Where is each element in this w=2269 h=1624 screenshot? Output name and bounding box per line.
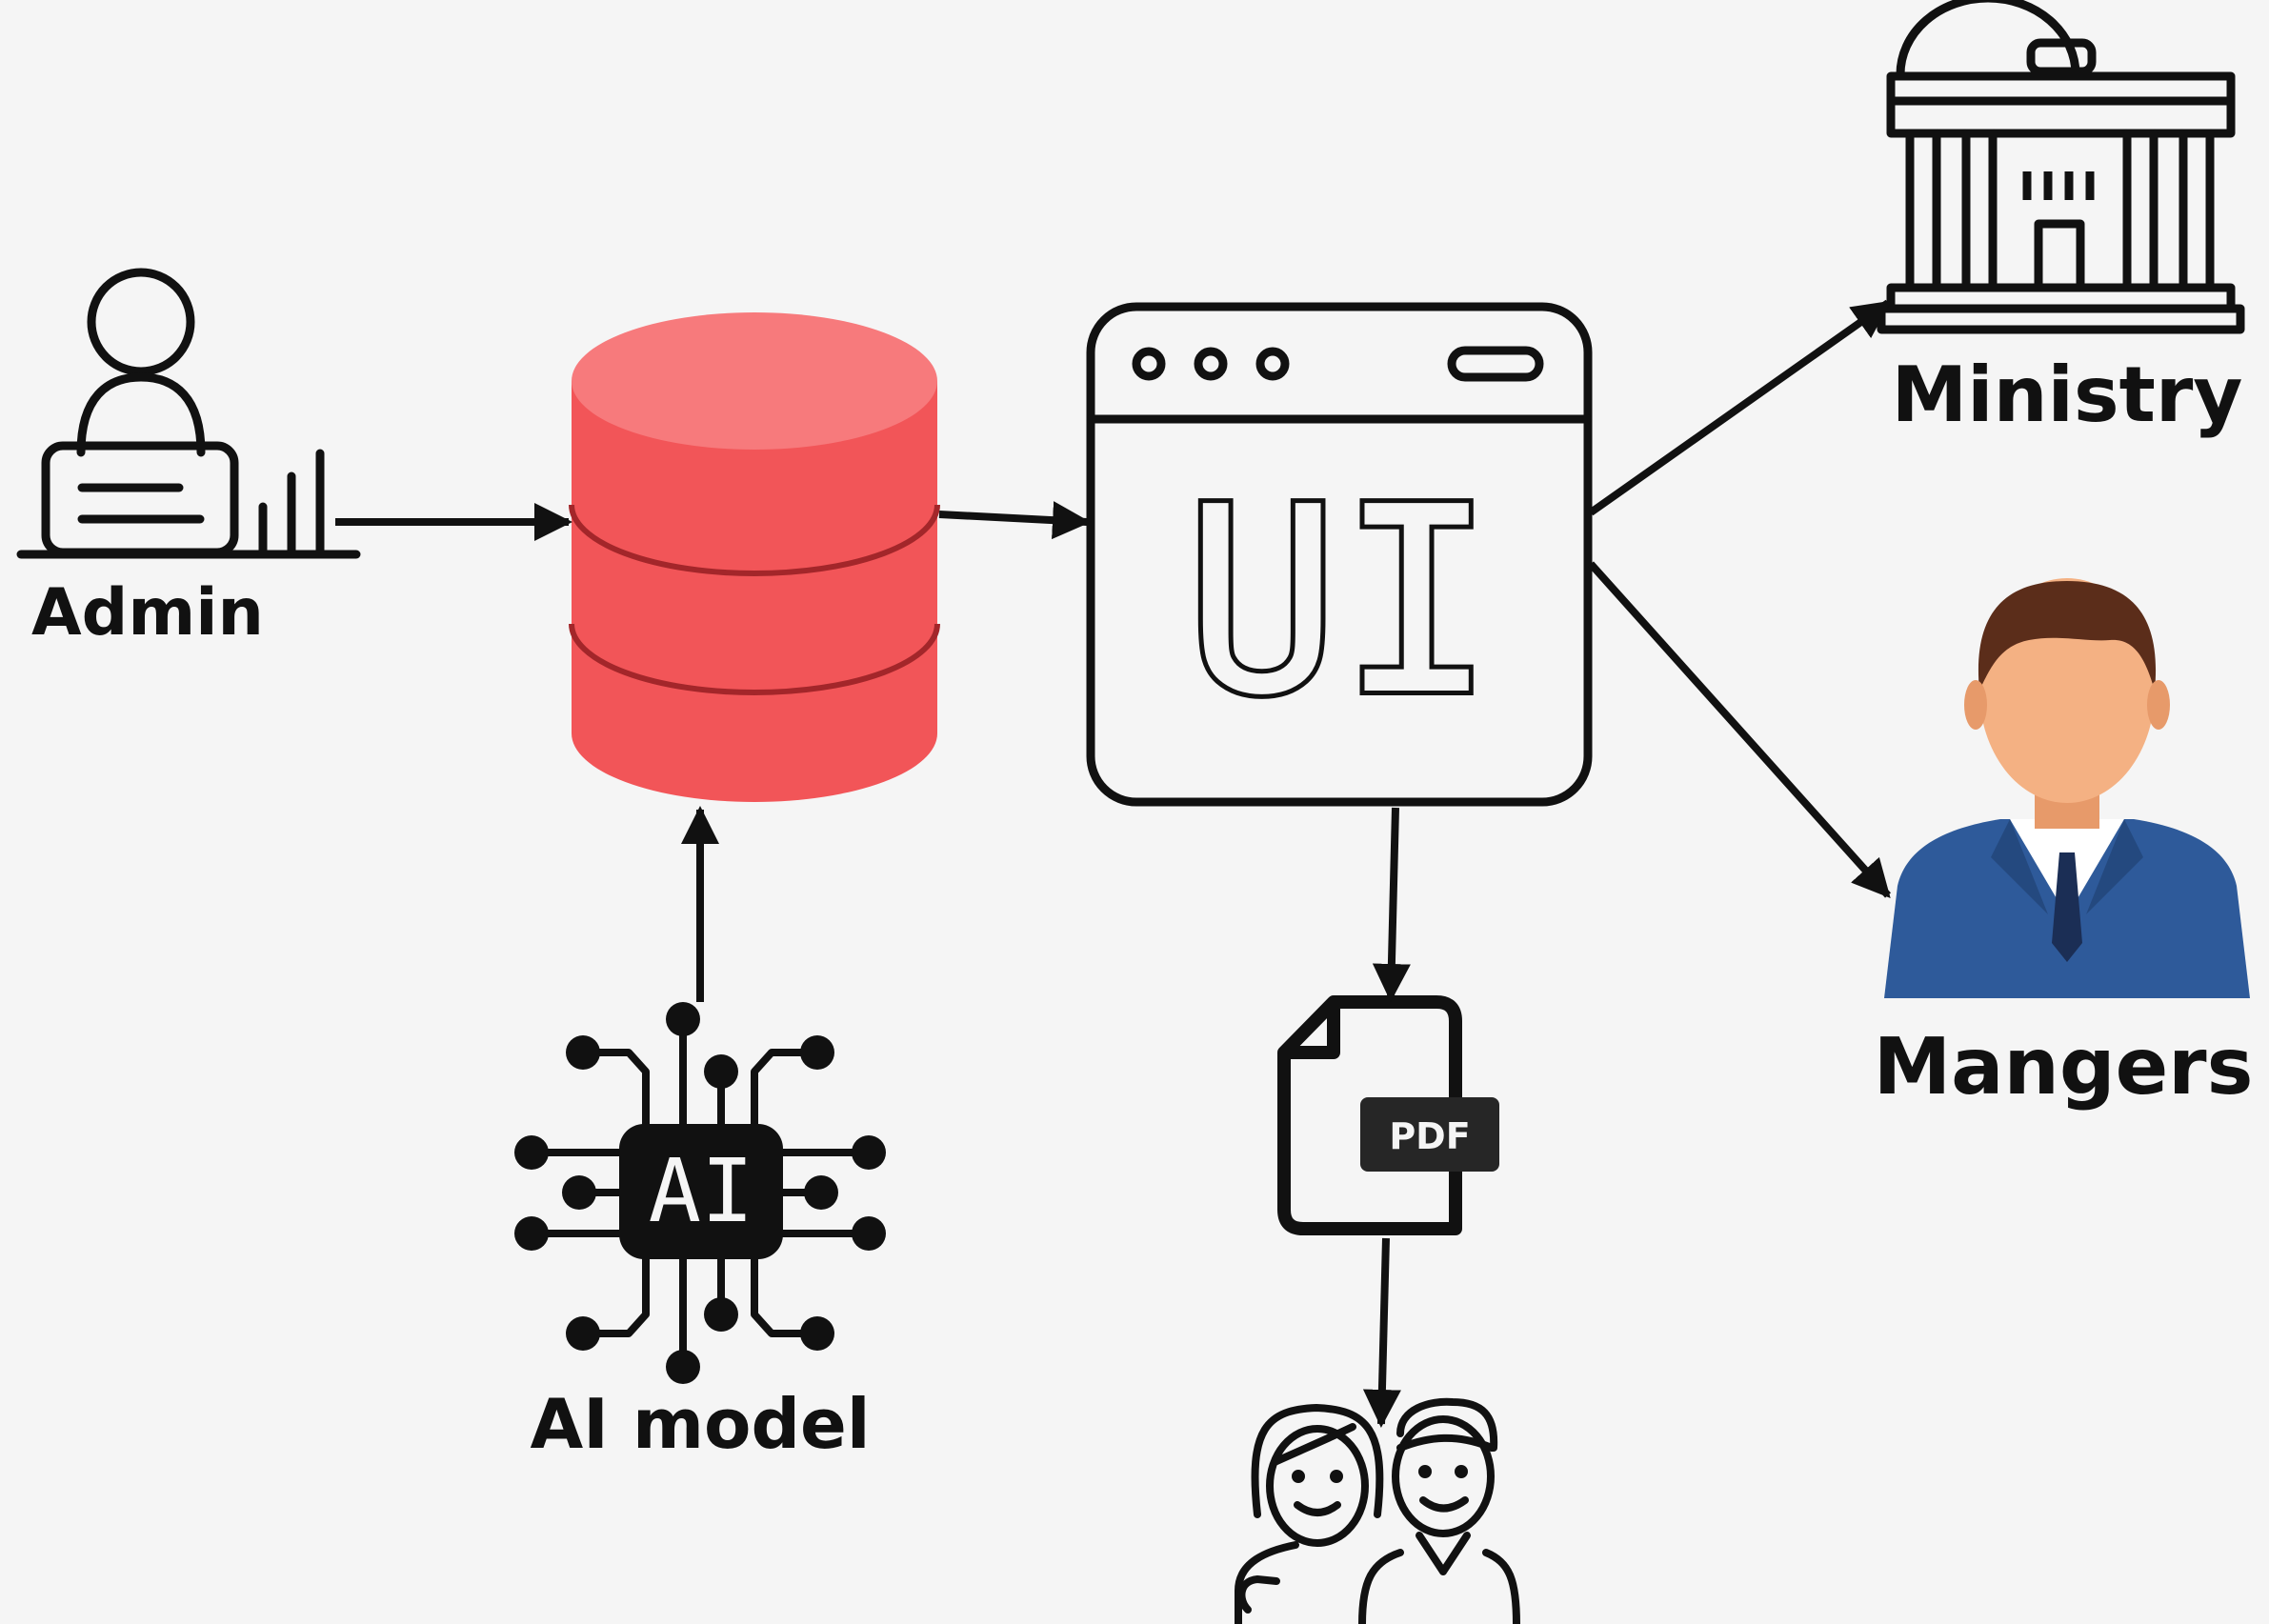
edge-arrows xyxy=(335,299,1892,1428)
ai-chip-text: AI xyxy=(649,1140,754,1242)
ai-model-label: AI model xyxy=(530,1384,870,1464)
government-building-icon xyxy=(1877,0,2245,334)
businessman-avatar-icon xyxy=(1884,578,2250,998)
ui-label: UI xyxy=(1184,451,1494,752)
arrow-pdf-to-users xyxy=(1362,1237,1401,1428)
ai-chip-icon xyxy=(514,1002,886,1384)
people-icon xyxy=(1235,1397,1520,1624)
arrow-database-to-ui xyxy=(938,501,1091,540)
arrow-ui-to-managers xyxy=(1588,561,1891,898)
admin-label: Admin xyxy=(31,575,264,651)
ministry-label: Ministry xyxy=(1892,351,2243,439)
database-icon xyxy=(569,312,940,802)
admin-at-desk-icon xyxy=(16,268,361,559)
pdf-badge-text: PDF xyxy=(1389,1115,1470,1157)
managers-label: Mangers xyxy=(1874,1022,2254,1113)
arrow-ui-to-ministry xyxy=(1588,299,1892,516)
pdf-file-icon xyxy=(1277,995,1499,1235)
arrow-ui-to-pdf xyxy=(1372,807,1411,1002)
browser-window-icon xyxy=(1086,302,1593,807)
